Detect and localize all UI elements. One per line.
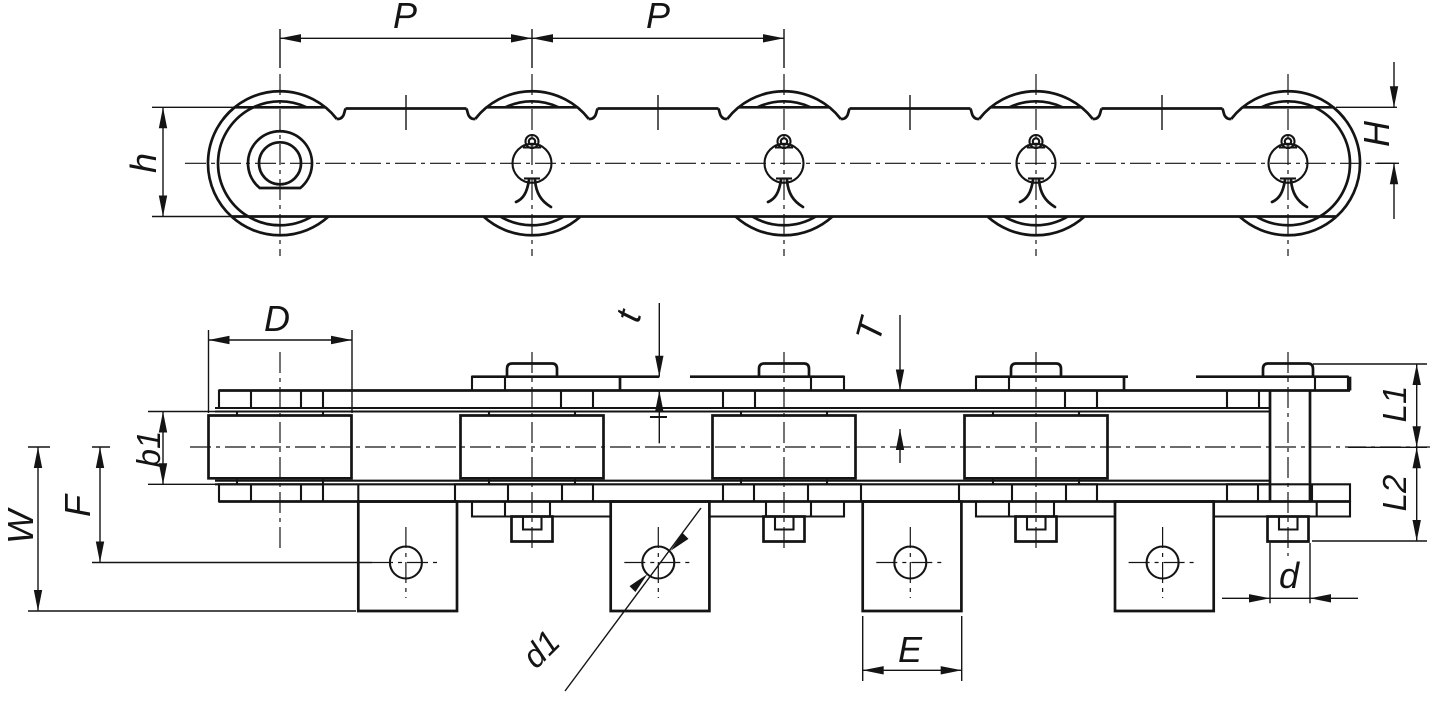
dim-label-hole-offset-F: F [57,493,98,517]
dim-label-L1: L1 [1376,386,1413,423]
dim-label-pitch-left: P [393,0,417,36]
dim-label-plate-height-h: h [123,153,164,173]
dim-label-pitch-right: P [646,0,670,36]
dim-label-pin-diameter-d: d [1279,555,1300,596]
dim-label-height-H: H [1356,120,1397,147]
chain-geometry [28,29,1430,692]
dim-label-inner-width-b1: b1 [130,431,167,468]
dim-label-roller-diameter-D: D [264,298,290,339]
dim-label-tab-width-E: E [898,629,923,670]
dim-label-L2: L2 [1376,475,1413,512]
dim-label-overall-width-W: W [0,507,41,544]
